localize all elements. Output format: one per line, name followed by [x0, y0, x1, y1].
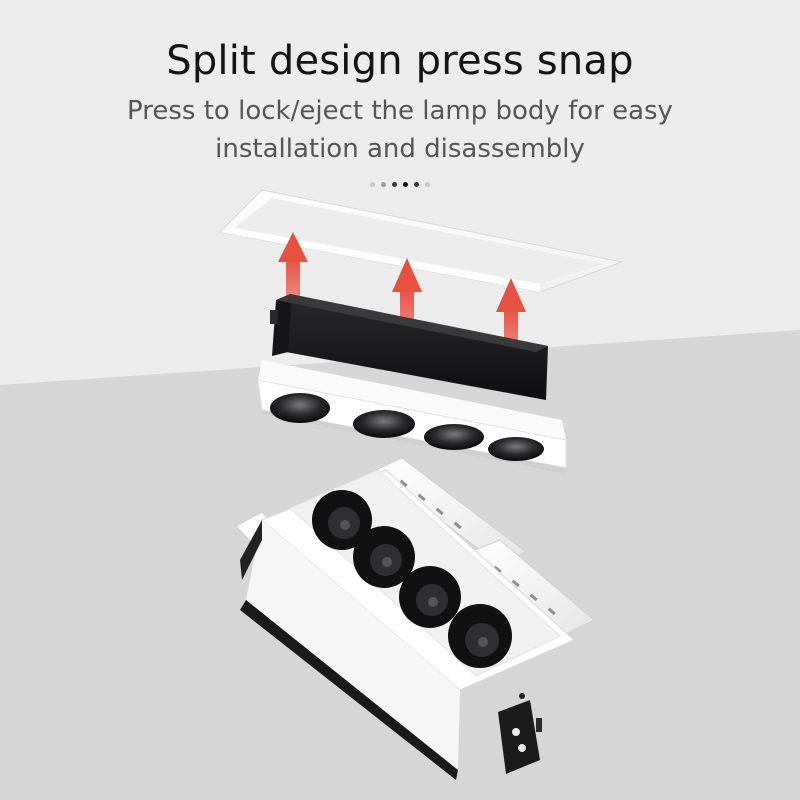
- mounting-frame-icon: [235, 457, 595, 780]
- carousel-dot[interactable]: [403, 182, 408, 187]
- subtitle-line-1: Press to lock/eject the lamp body for ea…: [127, 96, 673, 126]
- subtitle-line-2: installation and disassembly: [215, 134, 585, 164]
- carousel-dot[interactable]: [381, 182, 386, 187]
- trim-frame: [218, 189, 624, 293]
- carousel-dot[interactable]: [370, 182, 375, 187]
- carousel-dot[interactable]: [392, 182, 397, 187]
- carousel-dot[interactable]: [414, 182, 419, 187]
- lamp-module-icon: [257, 294, 567, 474]
- carousel-dot[interactable]: [425, 182, 430, 187]
- carousel-dots: [0, 182, 800, 187]
- page-title: Split design press snap: [166, 38, 634, 84]
